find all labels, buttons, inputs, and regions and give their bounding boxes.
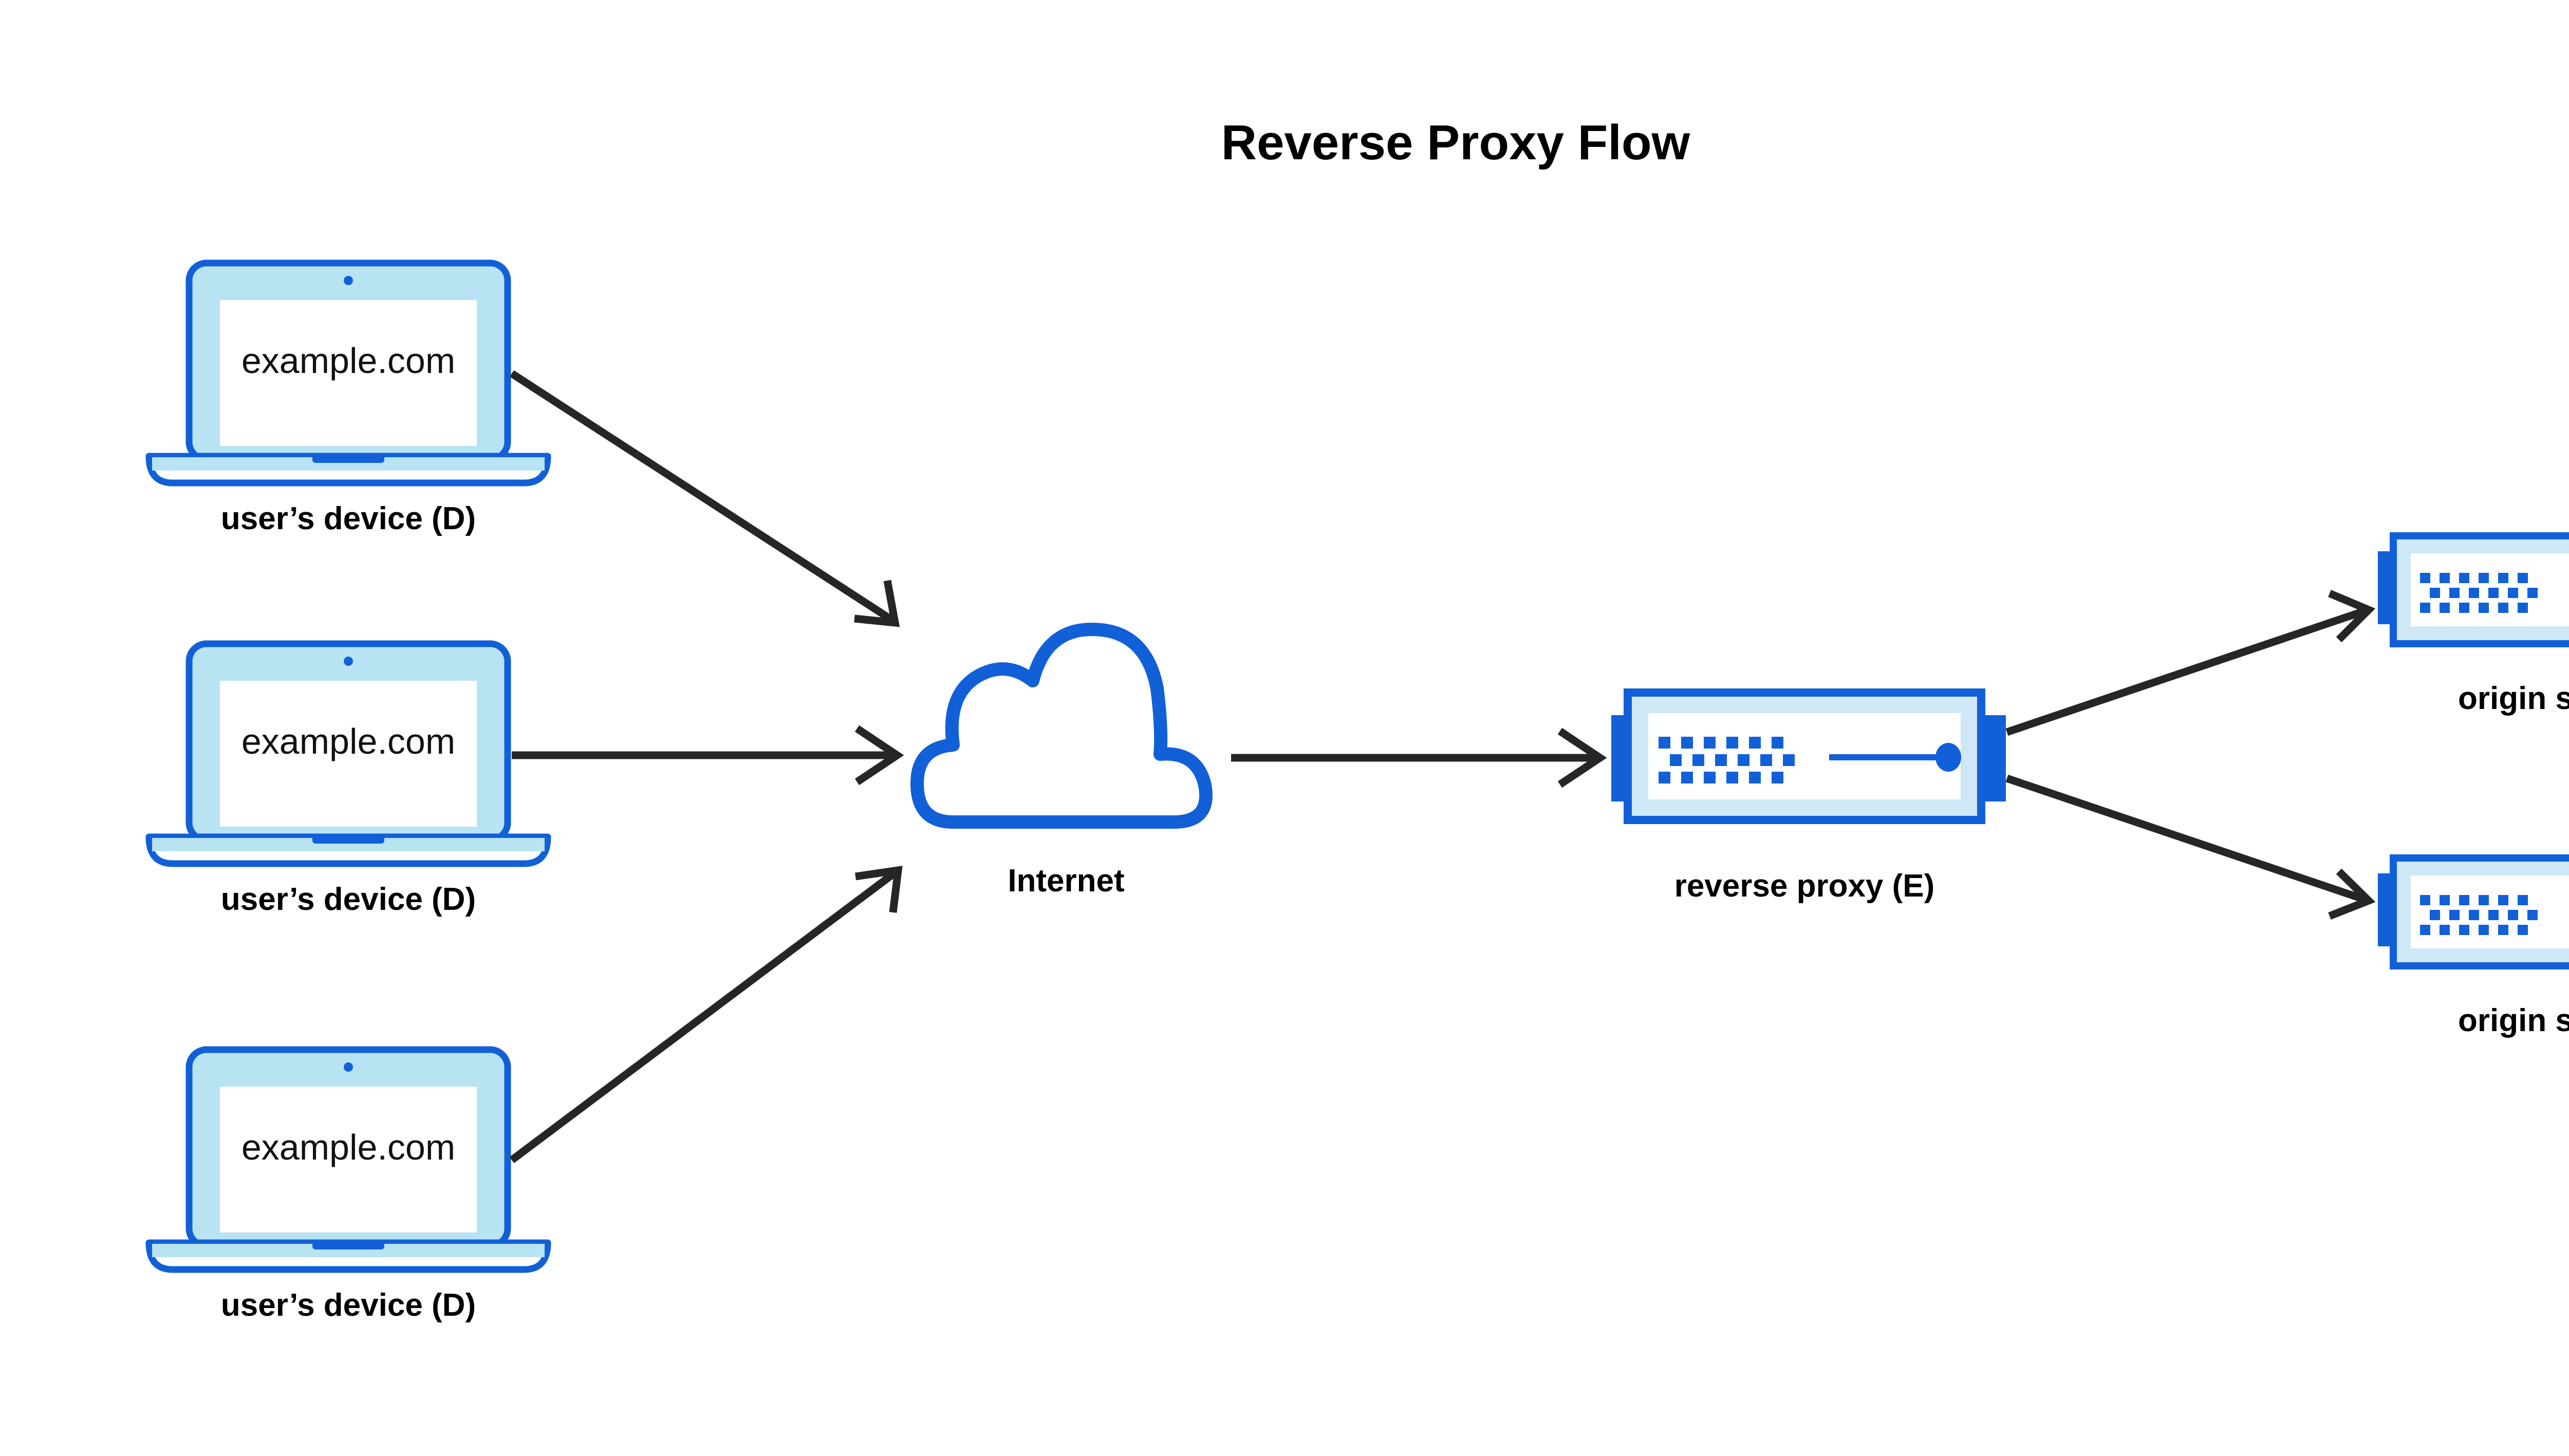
laptop-trackpad-notch xyxy=(312,835,384,844)
internet-label: Internet xyxy=(1008,863,1124,899)
server-icon xyxy=(2378,532,2569,647)
screen-url-text: example.com xyxy=(241,341,455,381)
user-device-3-label: user’s device (D) xyxy=(221,1287,476,1323)
server-status-line-icon xyxy=(1829,754,1937,760)
edge-proxy-origin2 xyxy=(2005,774,2376,920)
user-device-1-label: user’s device (D) xyxy=(221,501,476,536)
laptop-screen xyxy=(220,1087,477,1233)
laptop-icon xyxy=(145,1046,551,1273)
user-device-3[interactable]: example.com user’s device (D) xyxy=(145,1046,551,1323)
origin-server-2[interactable]: origin server (F) xyxy=(2378,854,2569,1038)
edge-internet-proxy xyxy=(1231,727,1607,788)
server-icon xyxy=(1611,688,2006,824)
camera-dot-icon xyxy=(344,1062,353,1072)
server-led-grid-icon xyxy=(2420,573,2538,613)
laptop-icon xyxy=(145,640,551,867)
server-power-dot-icon xyxy=(1935,743,1961,772)
edge-device1-internet xyxy=(509,370,900,627)
camera-dot-icon xyxy=(344,657,353,666)
laptop-trackpad-notch xyxy=(312,454,384,463)
laptop-screen xyxy=(220,300,477,446)
screen-url-text: example.com xyxy=(241,721,455,761)
laptop-base-top xyxy=(152,838,545,851)
laptop-base-top xyxy=(152,1244,545,1257)
user-device-2[interactable]: example.com user’s device (D) xyxy=(145,640,551,917)
origin-server-2-label: origin server (F) xyxy=(2458,1003,2569,1038)
laptop-screen xyxy=(220,681,477,827)
edge-device3-internet xyxy=(509,866,903,1163)
origin-server-1-label: origin server (F) xyxy=(2458,681,2569,716)
server-icon xyxy=(2378,854,2569,969)
laptop-trackpad-notch xyxy=(312,1241,384,1249)
laptop-base-top xyxy=(152,457,545,471)
server-led-grid-icon xyxy=(1659,737,1795,783)
user-device-1[interactable]: example.com user’s device (D) xyxy=(145,259,551,536)
reverse-proxy-label: reverse proxy (E) xyxy=(1674,868,1935,904)
user-device-2-label: user’s device (D) xyxy=(221,882,476,917)
page-title: Reverse Proxy Flow xyxy=(1221,115,1690,170)
edge-device2-internet xyxy=(512,725,904,786)
laptop-icon xyxy=(145,259,551,487)
camera-dot-icon xyxy=(344,276,353,285)
cloud-icon xyxy=(910,623,1213,829)
internet-cloud[interactable]: Internet xyxy=(910,623,1213,899)
server-right-tab xyxy=(1982,715,2006,801)
origin-server-1[interactable]: origin server (F) xyxy=(2378,532,2569,716)
screen-url-text: example.com xyxy=(241,1127,455,1167)
reverse-proxy[interactable]: reverse proxy (E) xyxy=(1611,688,2006,904)
server-led-grid-icon xyxy=(2420,895,2538,935)
edge-proxy-origin1 xyxy=(2005,590,2376,736)
